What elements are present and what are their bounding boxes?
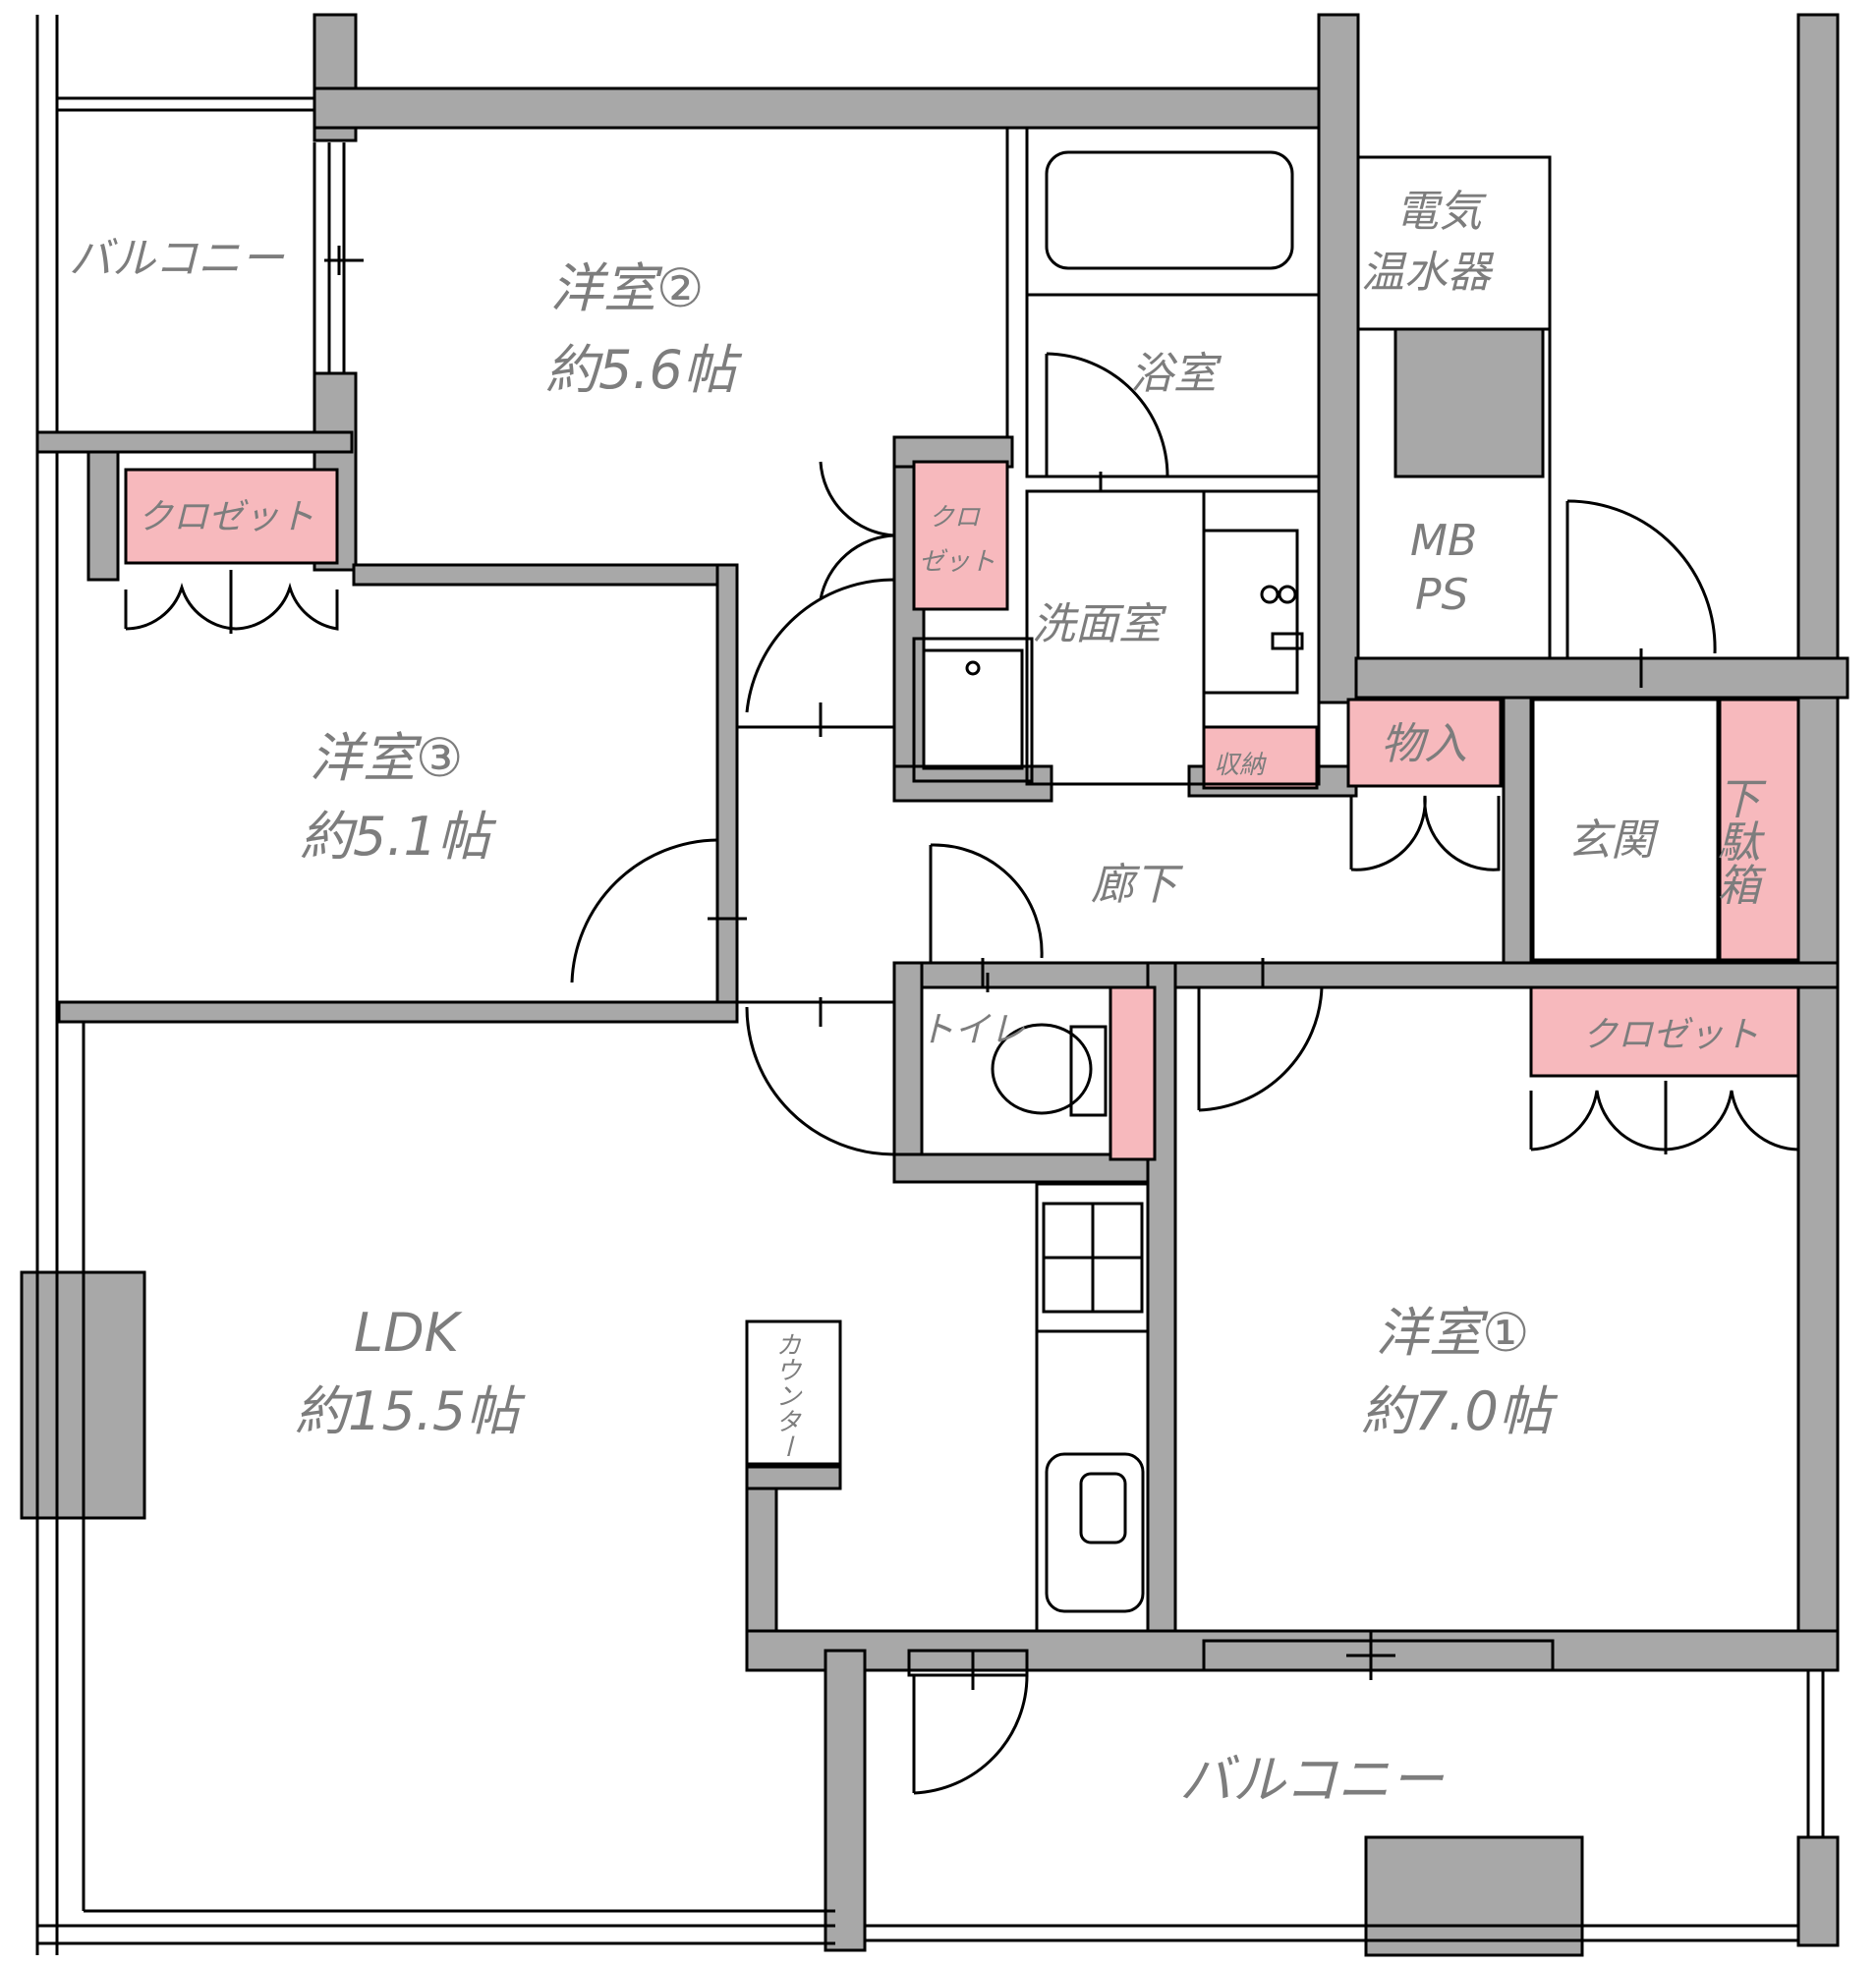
- balcony-bottom-label: バルコニー: [1179, 1749, 1445, 1811]
- western-1-area: 約7.0帖: [1361, 1380, 1559, 1442]
- closet-w1-label: クロゼット: [1582, 1015, 1759, 1055]
- toilet-label: トイレ: [919, 1010, 1025, 1050]
- mbps-label-1: MB: [1410, 516, 1477, 566]
- thin-lines: [35, 15, 1825, 1955]
- western-2-name: 洋室②: [550, 257, 704, 319]
- entrance-label: 玄関: [1567, 815, 1660, 866]
- storage-areas: [124, 460, 1800, 1161]
- washroom-label: 洗面室: [1032, 599, 1167, 649]
- water-heater-label-1: 電気: [1395, 187, 1487, 237]
- ldk-name: LDK: [354, 1302, 463, 1364]
- western-2-area: 約5.6帖: [545, 339, 743, 401]
- labels: バルコニー 洋室② 約5.6帖 浴室 電気 温水器 MB PS クロゼット クロ…: [69, 187, 1760, 1811]
- bathroom-label: 浴室: [1130, 349, 1222, 399]
- shoe-box-label: 下駄箱: [1710, 776, 1760, 906]
- western-3-area: 約5.1帖: [300, 806, 497, 868]
- storage-label: 収納: [1214, 751, 1267, 780]
- closet-w3-label: クロゼット: [138, 497, 314, 537]
- walls: [20, 13, 1849, 1957]
- western-1-name: 洋室①: [1376, 1302, 1529, 1364]
- closet-w2-label-1: クロ: [929, 503, 981, 533]
- hallway-label: 廊下: [1091, 860, 1184, 910]
- ldk-area: 約15.5帖: [295, 1380, 526, 1442]
- western-3-name: 洋室③: [310, 727, 463, 789]
- water-heater-label-2: 温水器: [1361, 248, 1495, 298]
- storeroom-label: 物入: [1381, 719, 1467, 769]
- mbps-label-2: PS: [1415, 570, 1468, 620]
- counter-label: カウンター: [771, 1331, 801, 1459]
- closet-w2-label-2: ゼット: [919, 547, 995, 577]
- balcony-top-label: バルコニー: [69, 234, 285, 284]
